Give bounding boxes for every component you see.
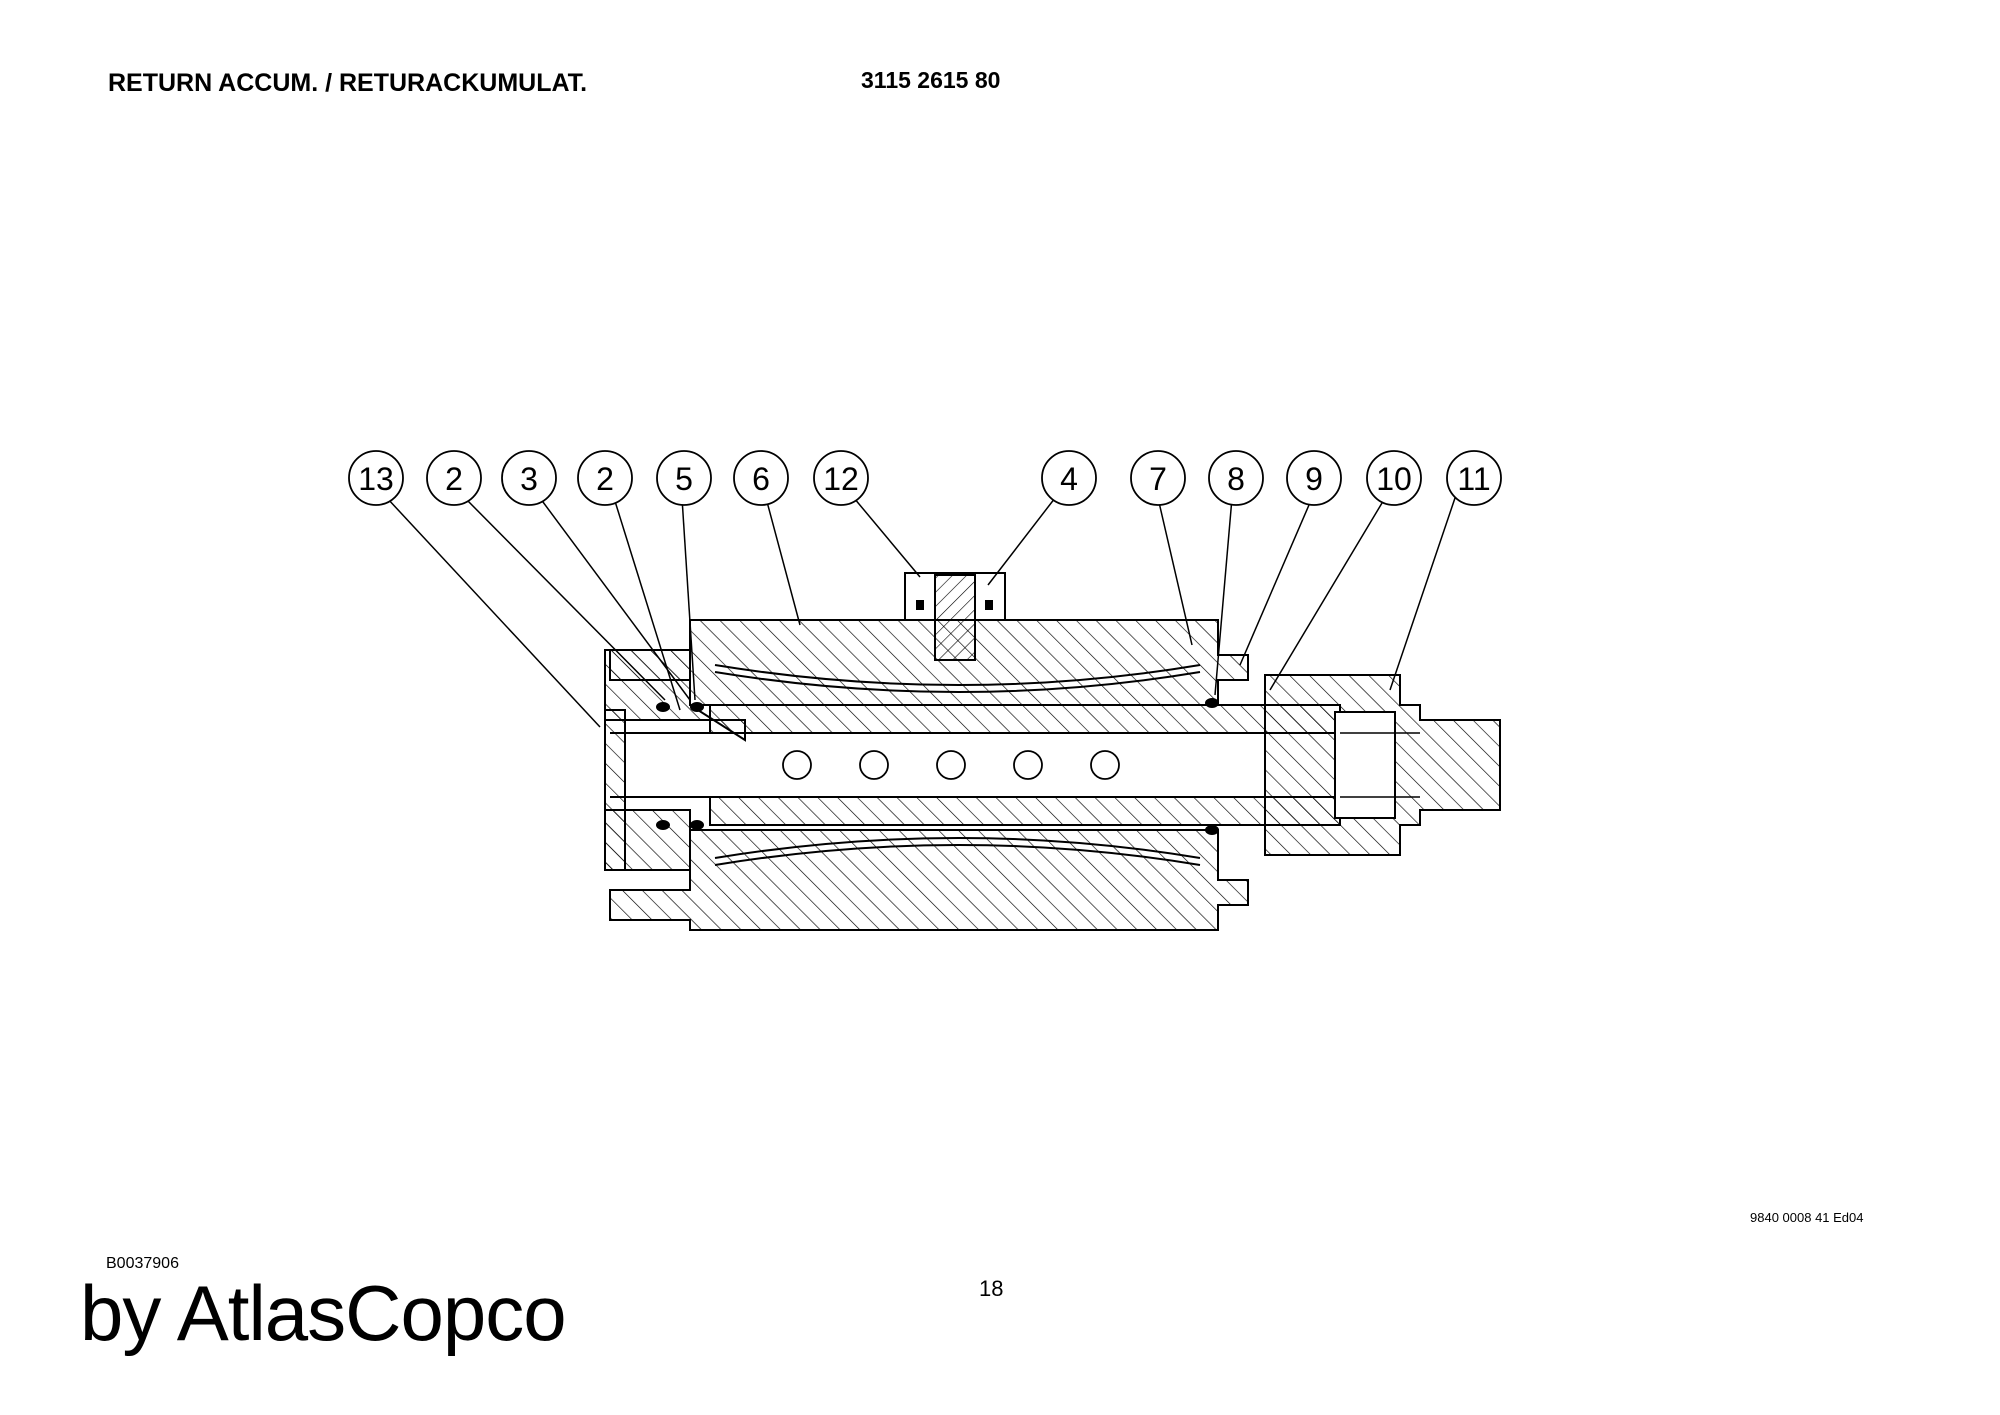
document-reference: 9840 0008 41 Ed04 xyxy=(1750,1210,1864,1225)
callout-8 xyxy=(1208,450,1264,506)
brand-logo-text: by AtlasCopco xyxy=(80,1269,567,1357)
callout-label: 12 xyxy=(823,461,859,497)
callout-10 xyxy=(1366,450,1422,506)
page-number: 18 xyxy=(979,1276,1004,1301)
part-number: 3115 2615 80 xyxy=(861,67,1001,93)
callout-2b xyxy=(577,450,633,506)
callout-2a xyxy=(426,450,482,506)
callout-label: 9 xyxy=(1305,461,1323,497)
callout-label: 2 xyxy=(596,461,614,497)
callout-label: 2 xyxy=(445,461,463,497)
callout-label: 10 xyxy=(1376,461,1412,497)
callout-4 xyxy=(1041,450,1097,506)
document-title: RETURN ACCUM. / RETURACKUMULAT. xyxy=(108,69,588,97)
right-fittings xyxy=(1264,674,1501,856)
leader-lines xyxy=(386,497,1456,728)
callout-11 xyxy=(1446,450,1502,506)
callout-6 xyxy=(733,450,789,506)
callout-3 xyxy=(501,450,557,506)
callout-12 xyxy=(813,450,869,506)
callout-label: 11 xyxy=(1457,461,1490,497)
diaphragm xyxy=(714,664,1201,866)
callout-9 xyxy=(1286,450,1342,506)
callout-label: 13 xyxy=(358,461,394,497)
callout-5 xyxy=(656,450,712,506)
central-tube xyxy=(610,704,1341,826)
callout-label: 4 xyxy=(1060,461,1078,497)
body-housing xyxy=(604,572,1249,931)
callout-bubbles xyxy=(348,450,1502,506)
callout-label: 6 xyxy=(752,461,770,497)
callout-label: 5 xyxy=(675,461,693,497)
callout-13 xyxy=(348,450,404,506)
callout-label: 3 xyxy=(520,461,538,497)
figure-id: B0037906 xyxy=(106,1255,179,1272)
callout-label: 8 xyxy=(1227,461,1245,497)
callout-label: 7 xyxy=(1149,461,1167,497)
callout-7 xyxy=(1130,450,1186,506)
seals xyxy=(656,698,1219,835)
